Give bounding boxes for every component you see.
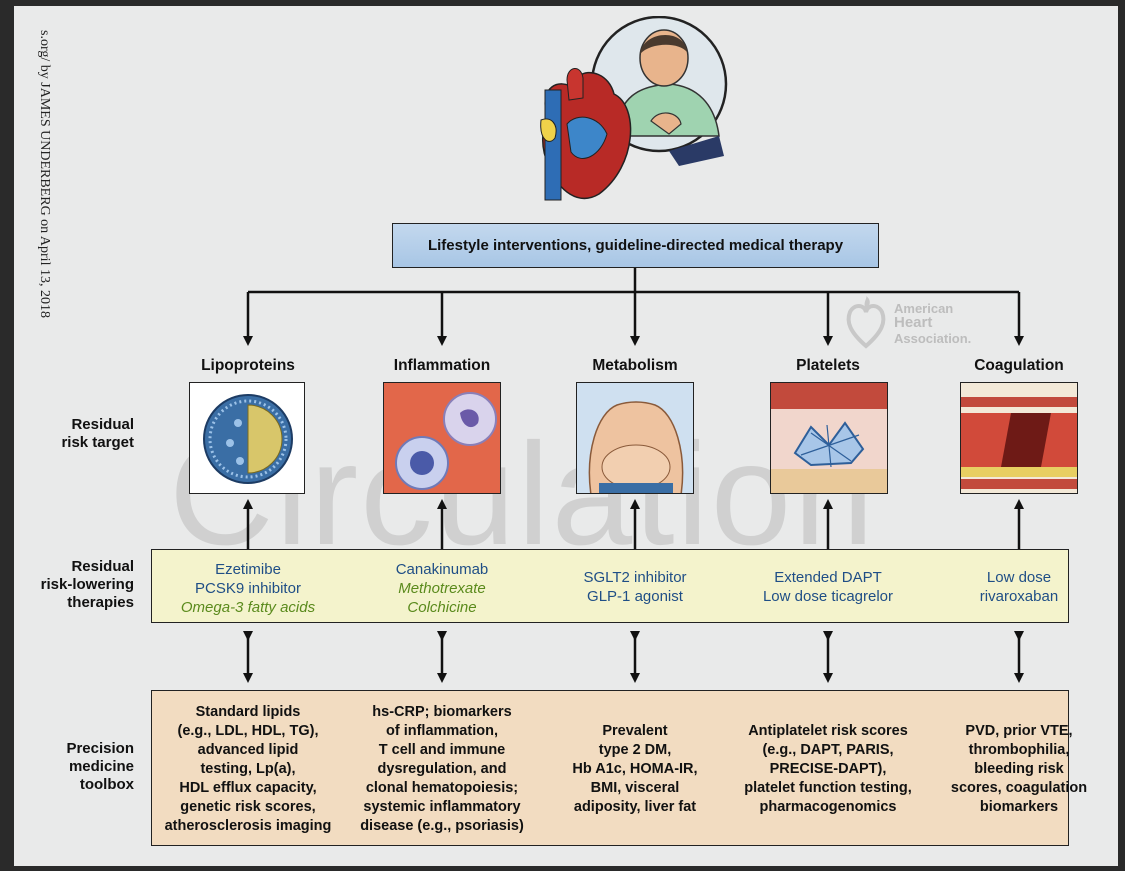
header-coagulation: Coagulation — [974, 357, 1064, 374]
toolbox-band — [151, 690, 1069, 846]
therapies-band — [151, 549, 1069, 623]
platelets-image — [770, 382, 888, 494]
logo-text-line3: Association. — [894, 331, 972, 346]
logo-text-line2: Heart — [894, 314, 933, 331]
toolbox-coagulation: PVD, prior VTE,thrombophilia,bleeding ri… — [950, 723, 1088, 815]
therapies-coagulation: Low dose rivaroxaban — [979, 569, 1059, 605]
header-metabolism: Metabolism — [592, 357, 678, 374]
inflammation-image — [383, 382, 501, 494]
logo-text-line1: American — [894, 301, 954, 316]
lifestyle-therapy-box: Lifestyle interventions, guideline-direc… — [392, 223, 879, 268]
toolbox-lipoproteins: Standard lipids(e.g., LDL, HDL, TG),adva… — [164, 704, 332, 834]
coagulation-image — [960, 382, 1078, 494]
connector-lines — [243, 268, 1024, 683]
aha-logo: American Heart Association. — [844, 296, 971, 356]
lipoprotein-image — [189, 382, 305, 494]
therapies-platelets: Extended DAPT Low dose ticagrelor — [762, 569, 894, 605]
therapies-inflammation: Canakinumab Methotrexate Colchicine — [395, 561, 489, 616]
platelet-clot-icon — [771, 383, 887, 493]
blood-vessel-clot-icon — [961, 383, 1077, 493]
toolbox-platelets: Antiplatelet risk scores(e.g., DAPT, PAR… — [744, 723, 912, 815]
figure-page: s.org/ by JAMES UNDERBERG on April 13, 2… — [14, 6, 1118, 866]
inflammatory-cells-icon — [384, 383, 500, 493]
header-inflammation: Inflammation — [393, 357, 491, 374]
heart-torch-icon — [846, 296, 886, 349]
header-platelets: Platelets — [796, 357, 860, 374]
metabolism-image — [576, 382, 694, 494]
obese-torso-icon — [577, 383, 693, 493]
therapies-lipoproteins: Ezetimibe PCSK9 inhibitor Omega-3 fatty … — [180, 561, 316, 616]
header-lipoproteins: Lipoproteins — [201, 357, 295, 374]
lipoprotein-particle-icon — [203, 394, 293, 484]
therapies-metabolism: SGLT2 inhibitor GLP-1 agonist — [583, 569, 687, 605]
heart-patient-illustration — [540, 16, 728, 201]
